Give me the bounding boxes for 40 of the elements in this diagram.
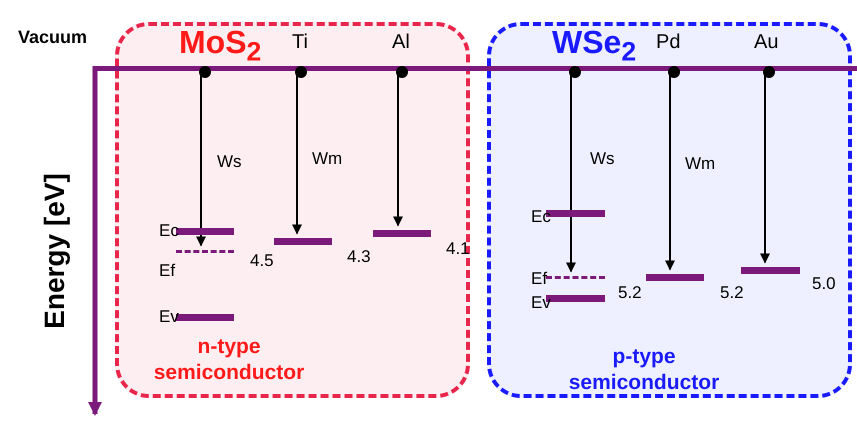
arrow	[665, 74, 675, 270]
value-label: 4.5	[250, 252, 274, 269]
edge-label: Wm	[685, 155, 716, 172]
semiconductor-panel	[487, 22, 852, 398]
material-title: WSe$_{2}$	[552, 26, 636, 66]
metal-label: Al	[392, 32, 410, 52]
edge-label: Ws	[217, 153, 242, 170]
edge-label: Ws	[590, 150, 615, 167]
level-label: Ev	[159, 308, 179, 325]
metal-label: Ti	[292, 32, 308, 52]
material-title: MoS$_{2}$	[179, 26, 262, 66]
metal-label: Au	[754, 32, 778, 52]
arrow	[760, 74, 770, 264]
energy-level-bar	[373, 230, 431, 236]
energy-level-bar	[646, 274, 704, 280]
metal-label: Pd	[656, 32, 680, 52]
arrow	[566, 74, 576, 272]
value-label: 4.3	[347, 248, 371, 265]
arrow	[393, 74, 403, 226]
semiconductor-panel	[115, 22, 470, 398]
value-label: 4.1	[446, 240, 470, 257]
value-label: 5.2	[720, 284, 744, 301]
level-label: Ec	[159, 222, 179, 239]
level-label: Ef	[159, 262, 176, 279]
level-label: Vacuum	[18, 28, 88, 46]
level-label: Ec	[531, 208, 551, 225]
arrow	[196, 74, 206, 246]
fermi-level-line	[546, 276, 605, 278]
value-label: 5.2	[618, 284, 642, 301]
level-label: Ev	[531, 294, 551, 311]
energy-level-bar	[274, 238, 332, 244]
edge-label: Wm	[312, 150, 342, 167]
semiconductor-type: p-type semiconductor	[568, 344, 720, 396]
fermi-level-line	[176, 250, 234, 252]
semiconductor-type: n-type semiconductor	[152, 334, 306, 386]
energy-level-bar	[741, 266, 800, 274]
level-label: Ef	[531, 270, 548, 287]
axis-title: Energy [eV]	[41, 172, 69, 331]
arrow	[292, 74, 302, 234]
value-label: 5.0	[812, 275, 836, 292]
